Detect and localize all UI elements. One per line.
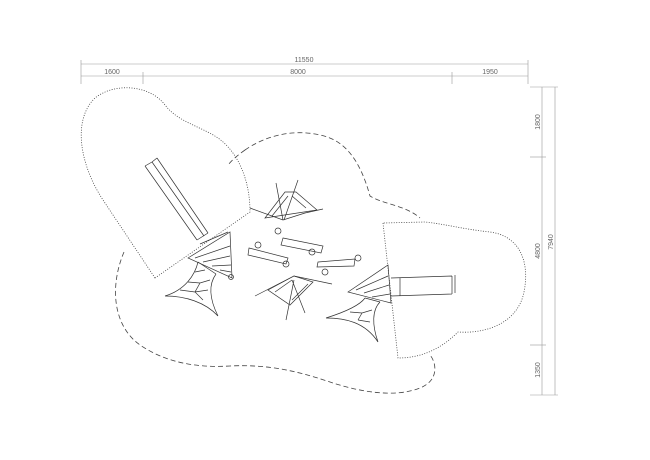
horizontal-dimension-lines xyxy=(80,60,529,84)
right-climbing-net xyxy=(325,297,381,343)
left-safety-zone xyxy=(80,87,251,279)
right-slide xyxy=(390,275,456,297)
left-climbing-net xyxy=(164,261,219,317)
dim-height-middle: 4800 xyxy=(535,243,542,259)
dim-total-width: 11550 xyxy=(295,57,314,64)
vertical-dimension-lines xyxy=(530,86,558,396)
bottom-spinner xyxy=(254,275,333,321)
surfacing-area-outline xyxy=(115,132,436,394)
logs-and-stumps xyxy=(247,227,362,276)
dim-width-center: 8000 xyxy=(290,69,306,76)
left-slide xyxy=(144,157,229,245)
top-spinner xyxy=(249,179,324,221)
dim-height-bottom: 1350 xyxy=(535,362,542,378)
dim-total-height: 7940 xyxy=(548,234,555,250)
right-deck xyxy=(347,264,392,304)
dim-height-top: 1800 xyxy=(535,114,542,130)
dim-width-right: 1950 xyxy=(482,69,498,76)
dim-width-left: 1600 xyxy=(104,69,120,76)
right-safety-zone xyxy=(382,221,527,359)
left-deck xyxy=(187,231,234,280)
